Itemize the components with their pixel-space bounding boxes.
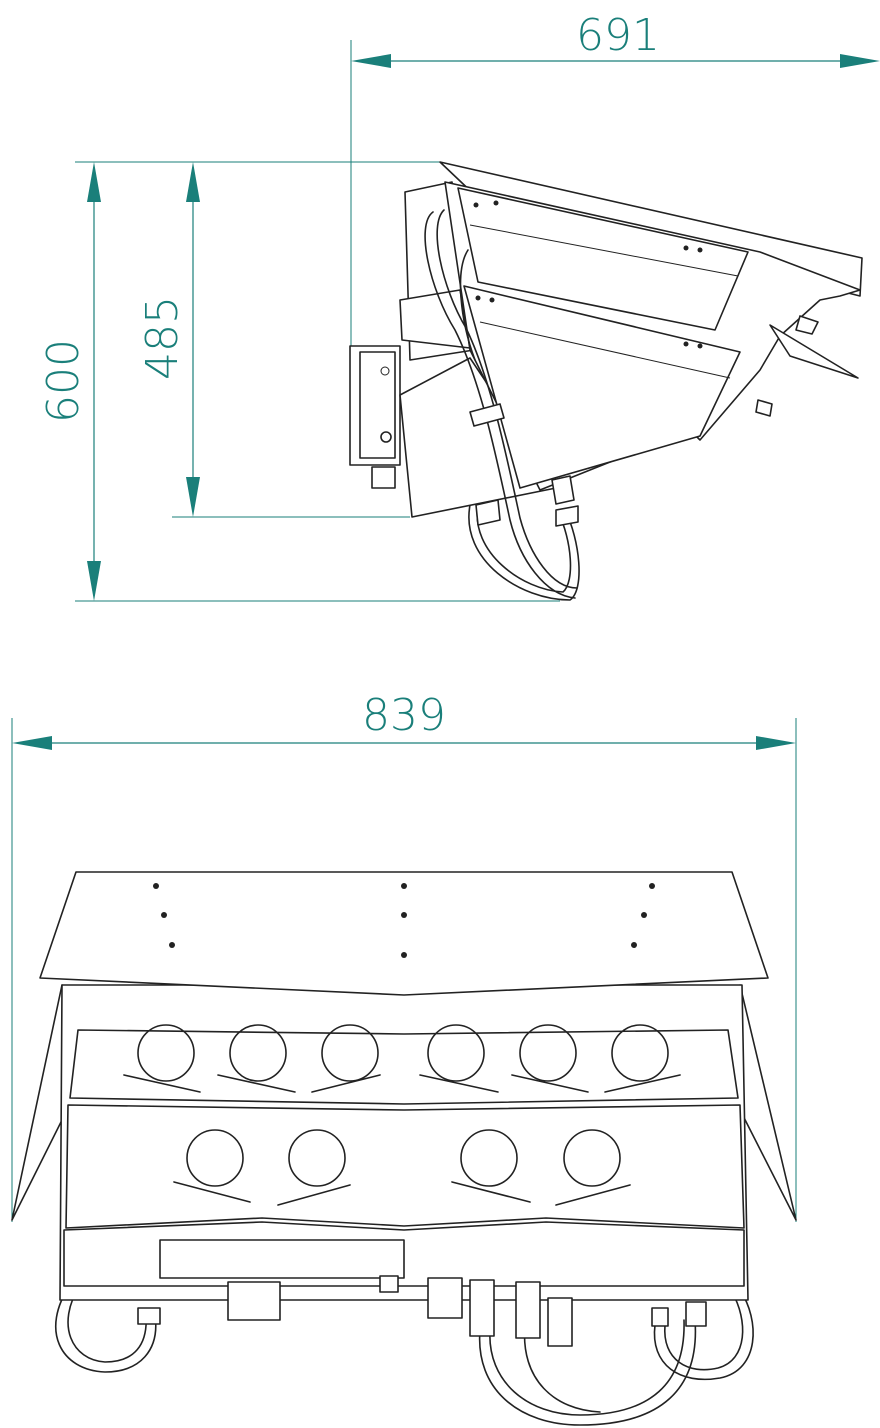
screw-hole bbox=[493, 200, 499, 206]
lower-lens-row bbox=[173, 1129, 631, 1206]
screw-hole bbox=[153, 883, 159, 889]
side-fin bbox=[769, 324, 859, 379]
lens-opening bbox=[563, 1129, 621, 1187]
cable-loop-inner bbox=[476, 504, 572, 593]
screw-hole bbox=[475, 295, 481, 301]
dimension-label-839: 839 bbox=[362, 690, 446, 741]
hose-left bbox=[54, 1284, 157, 1373]
dimension-691: 691 bbox=[350, 10, 880, 360]
lower-louvre-row bbox=[65, 1104, 745, 1229]
hose-center bbox=[478, 1319, 697, 1426]
screw-hole bbox=[401, 952, 407, 958]
upper-lens-row bbox=[123, 1024, 681, 1093]
bracket-clamp bbox=[371, 466, 396, 489]
dimension-485: 485 bbox=[137, 162, 200, 517]
cable-gland bbox=[475, 499, 501, 526]
lens-opening bbox=[137, 1024, 195, 1082]
luminaire-side-drawing bbox=[349, 161, 863, 601]
gear-tray bbox=[159, 1239, 405, 1279]
arrow-left-icon bbox=[12, 736, 52, 750]
lens-clips bbox=[123, 1074, 681, 1093]
cable-loop bbox=[468, 504, 580, 601]
lens-clips bbox=[173, 1181, 631, 1206]
screw-hole bbox=[683, 341, 689, 347]
cable-gland bbox=[555, 505, 579, 527]
lens-opening bbox=[460, 1129, 518, 1187]
cable-gland bbox=[551, 475, 575, 505]
dimension-839: 839 bbox=[11, 690, 797, 1222]
screw-hole bbox=[641, 912, 647, 918]
cable-upper bbox=[459, 249, 476, 361]
arrow-up-icon bbox=[186, 162, 200, 202]
visor-holes bbox=[153, 883, 655, 958]
connector bbox=[651, 1307, 669, 1327]
hose-center-inner bbox=[489, 1319, 685, 1416]
fin-clip bbox=[795, 315, 819, 335]
arrow-down-icon bbox=[186, 477, 200, 517]
top-visor bbox=[39, 871, 769, 996]
screw-hole bbox=[401, 912, 407, 918]
lens-opening bbox=[611, 1024, 669, 1082]
screw-hole bbox=[169, 942, 175, 948]
side-view: 691 600 485 bbox=[38, 10, 880, 602]
arrow-up-icon bbox=[87, 162, 101, 202]
hose-left-inner bbox=[67, 1284, 147, 1363]
hose-center-2 bbox=[523, 1324, 601, 1413]
screw-hole bbox=[473, 202, 479, 208]
screw-hole bbox=[683, 245, 689, 251]
fin-clip bbox=[755, 399, 773, 417]
front-view: 839 bbox=[11, 690, 797, 1426]
dimension-label-691: 691 bbox=[576, 10, 660, 61]
lens-opening bbox=[427, 1024, 485, 1082]
plug bbox=[547, 1297, 573, 1347]
arrow-right-icon bbox=[840, 54, 880, 68]
dimension-label-485: 485 bbox=[137, 296, 188, 380]
screw-hole bbox=[697, 247, 703, 253]
lens-opening bbox=[321, 1024, 379, 1082]
screw-hole bbox=[489, 297, 495, 303]
screw-hole bbox=[401, 883, 407, 889]
connector bbox=[137, 1307, 161, 1325]
screw-hole bbox=[649, 883, 655, 889]
arrow-down-icon bbox=[87, 561, 101, 601]
connector-block bbox=[427, 1277, 463, 1319]
arrow-left-icon bbox=[351, 54, 391, 68]
connector-block bbox=[227, 1281, 281, 1321]
lens-opening bbox=[519, 1024, 577, 1082]
screw-hole bbox=[161, 912, 167, 918]
hose-right bbox=[653, 1289, 754, 1381]
cable-clamp bbox=[469, 403, 505, 427]
upper-louvre-row bbox=[69, 1029, 739, 1105]
screw-hole bbox=[631, 942, 637, 948]
dimension-label-600: 600 bbox=[38, 339, 89, 423]
bracket-inner bbox=[359, 351, 396, 459]
louvre-line bbox=[479, 321, 731, 379]
connector bbox=[685, 1301, 707, 1327]
arrow-right-icon bbox=[756, 736, 796, 750]
bracket-bolt bbox=[380, 431, 392, 443]
dimension-600: 600 bbox=[38, 162, 101, 601]
luminaire-front-drawing bbox=[11, 871, 797, 1426]
cable-gland bbox=[469, 1279, 495, 1337]
lens-opening bbox=[186, 1129, 244, 1187]
upper-louvre bbox=[457, 187, 749, 331]
lens-opening bbox=[229, 1024, 287, 1082]
screw-hole bbox=[697, 343, 703, 349]
hose-right-inner bbox=[664, 1291, 744, 1371]
lens-opening bbox=[288, 1129, 346, 1187]
cable-gland bbox=[515, 1281, 541, 1339]
lower-louvre bbox=[463, 285, 741, 489]
connector bbox=[379, 1275, 399, 1293]
louvre-line bbox=[469, 224, 739, 277]
bracket-hole bbox=[380, 366, 390, 376]
mounting-bracket bbox=[349, 345, 401, 466]
